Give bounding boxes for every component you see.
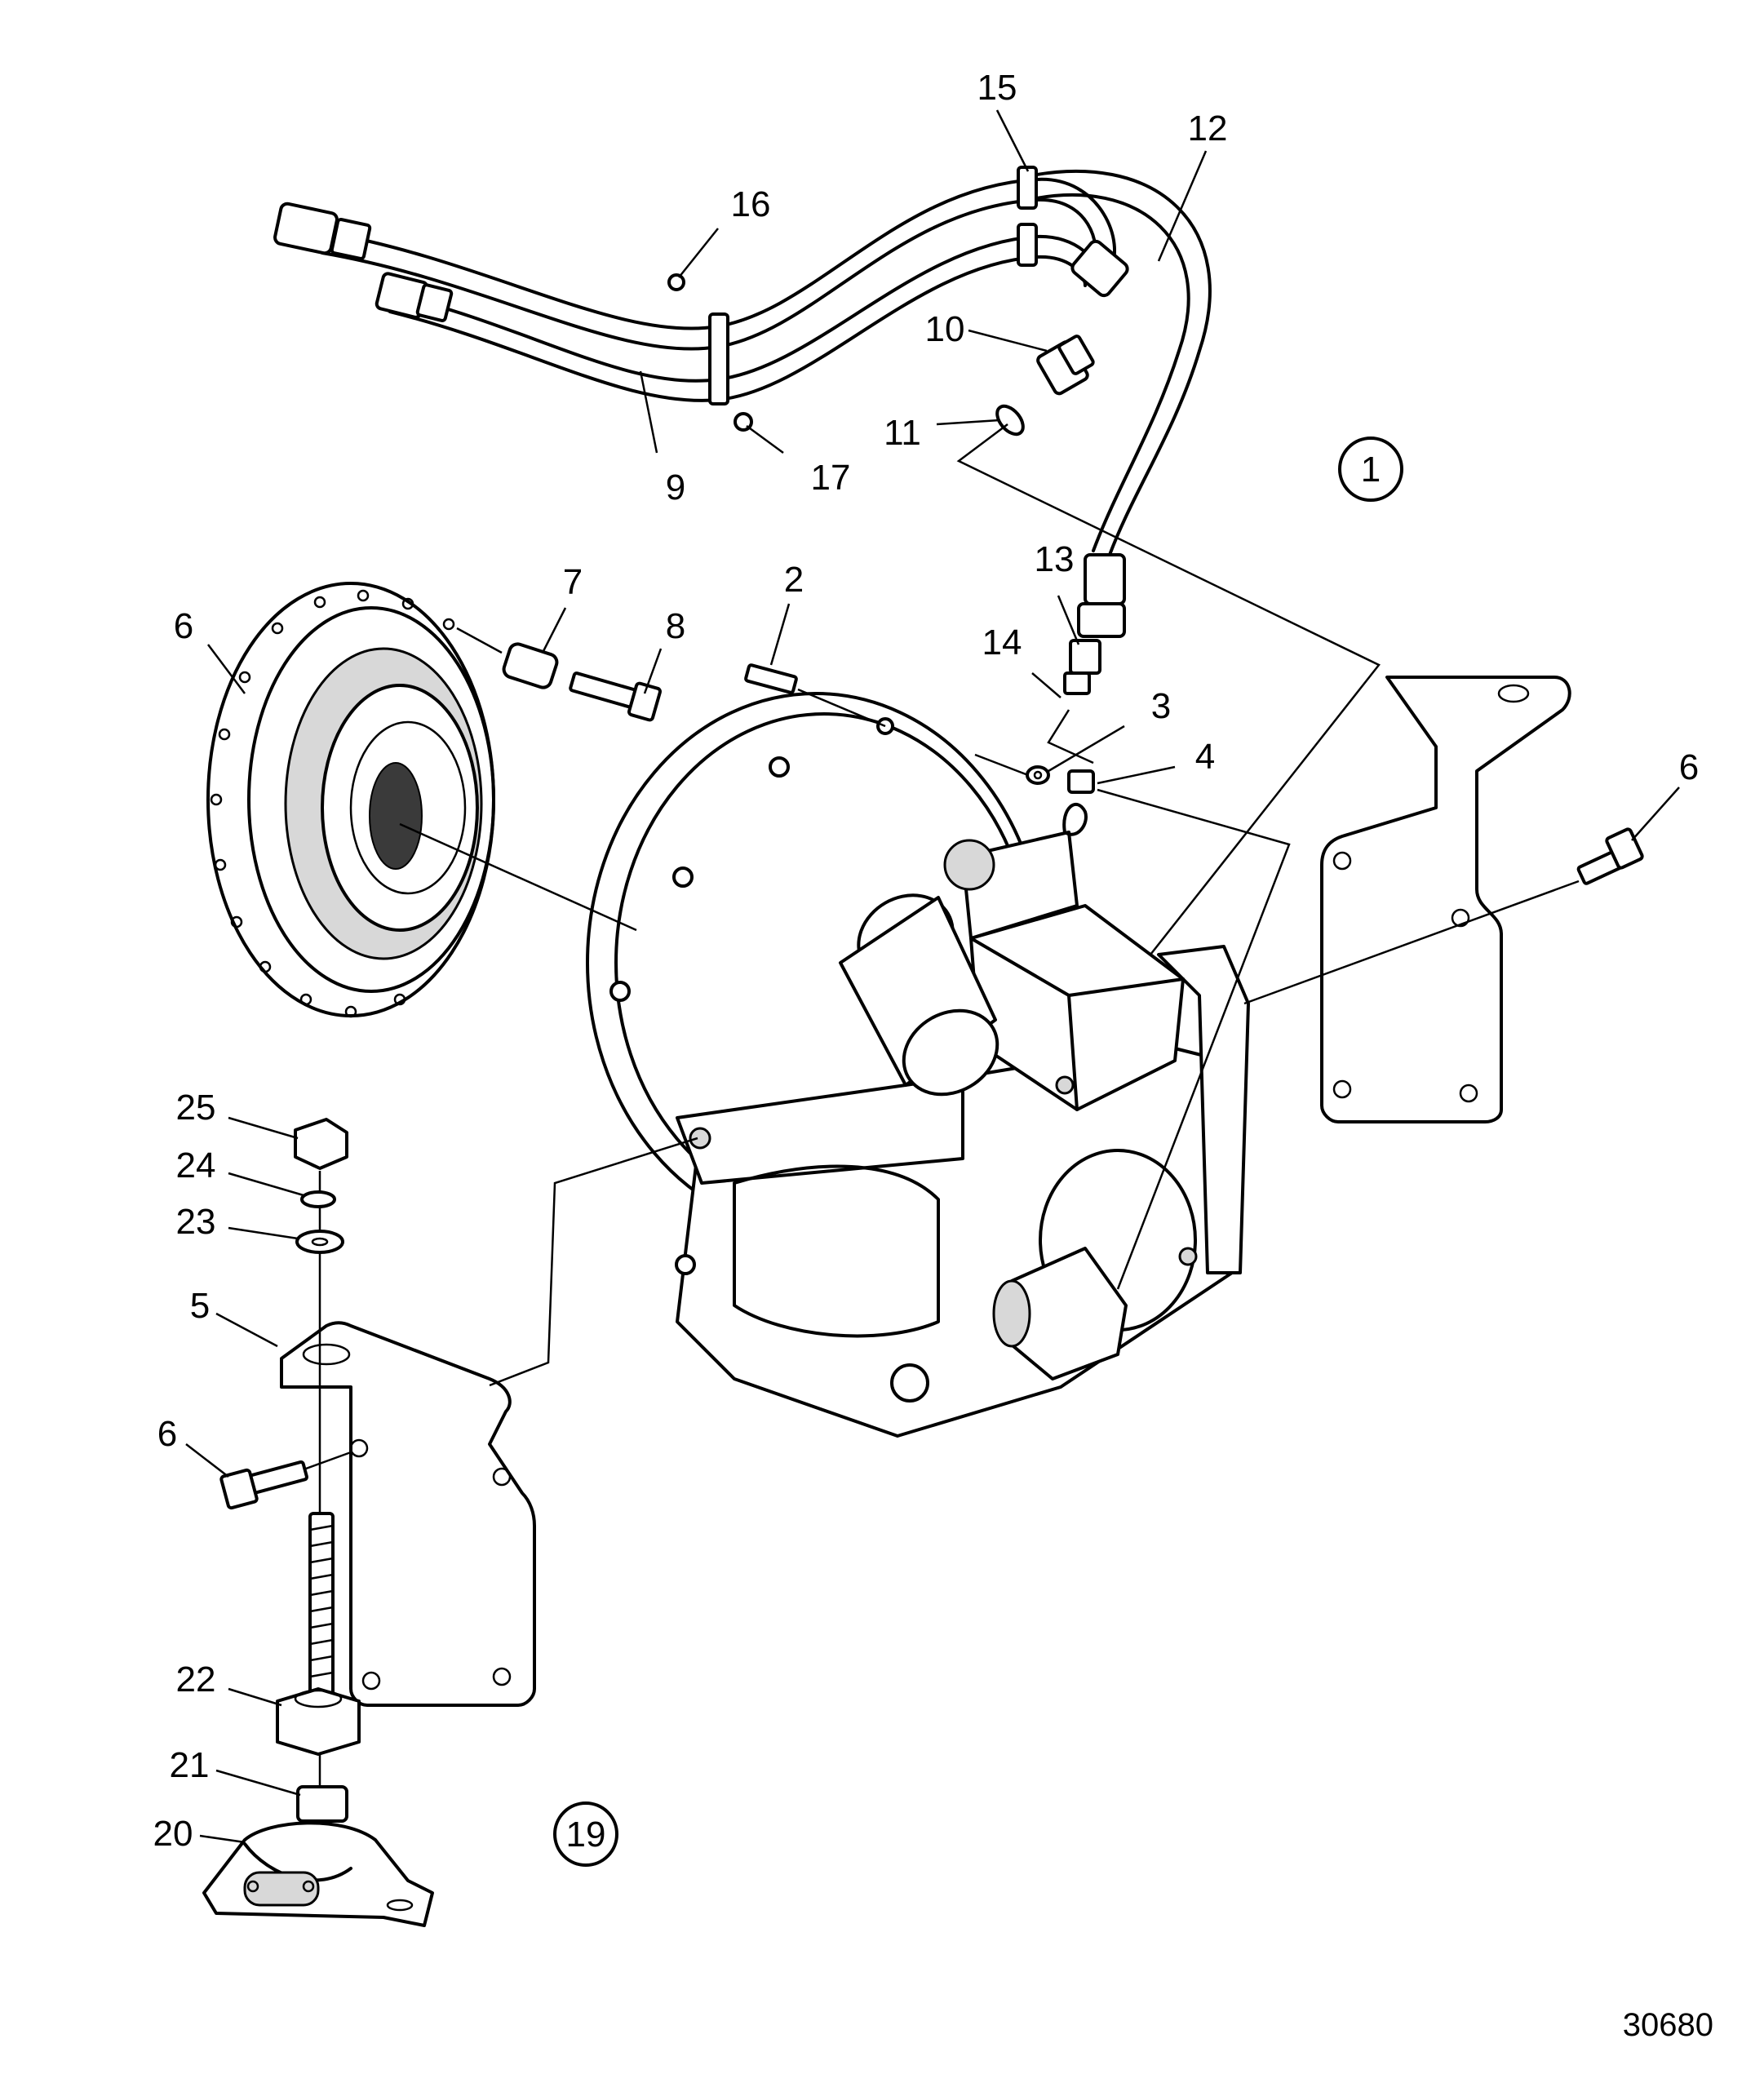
callout-16: 15 [977,68,1017,108]
washer-and-nut [1026,765,1095,794]
callout-24: 24 [176,1146,216,1185]
callout-17: 16 [731,184,771,224]
spacer-and-bolt [502,642,662,722]
group-circle-1 [1338,437,1403,502]
group-circle-19 [553,1801,618,1867]
gearbox-housing [586,692,1250,1438]
flexible-coupling-flange [206,582,495,1018]
callout-3: 3 [1151,686,1171,726]
callout-6-right: 6 [1679,747,1699,787]
callout-18: 17 [811,458,851,498]
callout-22: 22 [176,1660,216,1700]
callout-labels: 15 12 16 10 11 9 17 7 2 13 6 8 14 3 4 6 … [153,68,1700,1855]
bracket-bolt-left [219,1460,308,1510]
group-label-19: 19 [566,1815,606,1855]
callout-23: 23 [176,1202,216,1242]
callout-6-left: 6 [157,1414,177,1454]
callout-11: 10 [925,309,965,349]
leader-lines [185,109,1680,1844]
callout-14: 13 [1035,539,1075,579]
callout-7: 6 [174,606,193,646]
flange-bolts [609,717,894,1275]
callout-9: 8 [666,606,685,646]
engine-mount-stack [202,1118,434,1927]
bracket-bolt-right [1576,827,1644,885]
group-label-1: 1 [1361,450,1381,490]
callout-21: 21 [170,1745,210,1785]
callout-2: 2 [784,560,804,600]
callout-10: 9 [666,468,685,507]
callout-8: 7 [563,562,583,602]
adapter-fitting [995,335,1095,437]
callout-5: 5 [190,1286,210,1326]
oil-hose-assembly [273,166,1212,695]
figure-reference-number: 30680 [1623,2007,1713,2043]
callout-20: 20 [153,1814,193,1854]
callout-12: 11 [884,413,921,453]
stud-threads [308,1524,335,1678]
left-mounting-bracket [280,1321,536,1707]
callout-13: 12 [1188,109,1228,148]
flange-bolt-holes [210,589,455,1018]
callout-25: 25 [176,1088,216,1128]
right-mounting-bracket [1320,676,1571,1123]
callout-15: 14 [982,623,1022,663]
stud [744,663,798,694]
callout-4: 4 [1195,737,1215,777]
